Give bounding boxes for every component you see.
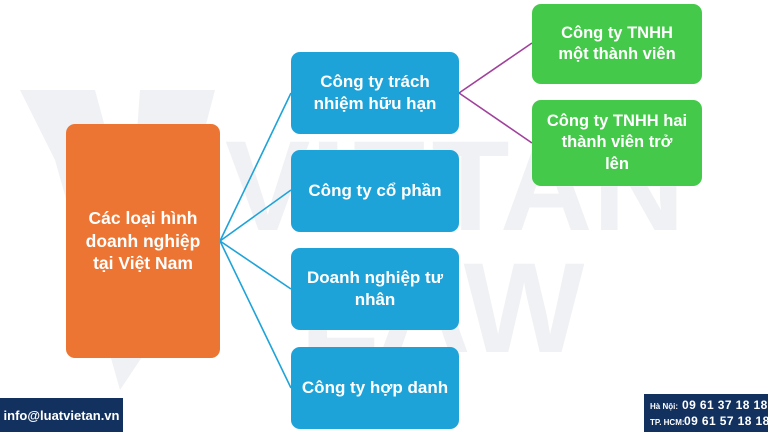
root-line: tại Việt Nam — [93, 253, 193, 274]
connector-llc-single — [458, 42, 533, 94]
hotline-number: 09 61 57 18 18 — [684, 414, 768, 428]
node-llc-line: Công ty trách — [320, 72, 430, 92]
node-llc-multi-line: thành viên trở — [561, 133, 673, 152]
node-joint-stock-line: Công ty cổ phần — [308, 181, 442, 201]
node-llc-multi-member: Công ty TNHH hai thành viên trở lên — [532, 100, 702, 186]
hotline-label: Hà Nội: — [650, 402, 678, 411]
node-private-enterprise-line: nhân — [354, 290, 396, 309]
hotline-number: 09 61 37 18 18 — [682, 398, 768, 412]
connector-root-jsc — [219, 189, 292, 242]
connector-llc-multi — [458, 92, 533, 144]
hotline-label: TP. HCM: — [650, 418, 685, 427]
footer-email-banner: info@luatvietan.vn — [0, 398, 123, 432]
root-line: doanh nghiệp — [85, 230, 201, 251]
node-private-enterprise-line: Doanh nghiệp tư — [306, 268, 444, 288]
connector-root-private — [219, 240, 292, 290]
node-joint-stock: Công ty cổ phần — [291, 150, 459, 232]
node-partnership: Công ty hợp danh — [291, 347, 459, 429]
node-llc-single-line: một thành viên — [558, 45, 676, 63]
node-llc: Công ty trách nhiệm hữu hạn — [291, 52, 459, 134]
hotline-row-hanoi: Hà Nội: 09 61 37 18 18 — [650, 398, 767, 414]
hotline-row-hcm: TP. HCM: 09 61 57 18 18 — [650, 414, 768, 430]
node-llc-single-member: Công ty TNHH một thành viên — [532, 4, 702, 84]
node-llc-line: nhiệm hữu hạn — [313, 94, 437, 113]
node-partnership-line: Công ty hợp danh — [301, 378, 449, 398]
root-line: Các loại hình — [88, 208, 198, 229]
node-llc-multi-line: Công ty TNHH hai — [546, 112, 688, 131]
connector-root-llc — [219, 92, 292, 242]
footer-hotline-banner: Hà Nội: 09 61 37 18 18 TP. HCM: 09 61 57… — [644, 394, 768, 432]
connector-root-partnership — [219, 240, 292, 389]
node-llc-multi-line: lên — [605, 154, 629, 173]
node-private-enterprise: Doanh nghiệp tư nhân — [291, 248, 459, 330]
root-node-business-types: Các loại hình doanh nghiệp tại Việt Nam — [66, 124, 220, 358]
node-llc-single-line: Công ty TNHH — [561, 23, 673, 42]
footer-email: info@luatvietan.vn — [3, 407, 120, 423]
